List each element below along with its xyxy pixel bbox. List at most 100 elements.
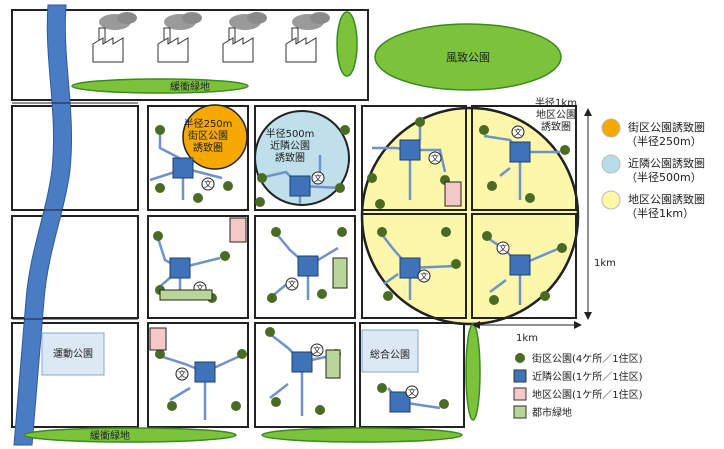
street-park	[377, 383, 387, 393]
factory-group	[92, 12, 330, 63]
industrial-zone	[11, 9, 369, 101]
factory-building	[157, 37, 189, 63]
circle-1km-label-1: 半径1km	[535, 96, 577, 109]
street-park	[525, 193, 535, 203]
school-label: 文	[408, 387, 416, 397]
street-park	[367, 173, 377, 183]
street-park	[315, 405, 325, 415]
street-park	[255, 197, 265, 207]
neighborhood-unit: 文	[265, 327, 341, 416]
street-park	[540, 291, 550, 301]
school-icon	[285, 277, 299, 291]
neighborhood-unit: 文	[255, 125, 350, 207]
school-label: 文	[204, 179, 212, 189]
legend-circle-sublabel: （半径500m）	[626, 170, 702, 184]
neighborhood-park	[297, 255, 319, 277]
dimension-vertical-label: 1km	[594, 258, 616, 269]
legend-circle-swatch	[601, 154, 621, 174]
neighborhood-park	[194, 361, 216, 383]
neighborhood-unit: 文	[149, 125, 233, 203]
residential-block	[11, 105, 139, 211]
scenic-park	[374, 23, 562, 91]
road	[149, 170, 176, 182]
street-park	[223, 181, 233, 191]
dimension-horizontal-label: 1km	[516, 333, 538, 344]
general-park	[361, 329, 419, 373]
street-park	[167, 401, 177, 411]
neighborhood-park	[399, 257, 421, 279]
neighborhood-unit: 文	[377, 383, 449, 413]
vertical-green-bottom	[465, 323, 481, 421]
street-park	[451, 259, 461, 269]
district-park	[149, 327, 167, 351]
school-icon	[175, 367, 189, 381]
school-icon	[496, 241, 510, 255]
road	[489, 279, 507, 293]
legend-item-label: 地区公園(1ケ所／1住区)	[532, 388, 643, 401]
school-label: 文	[499, 243, 507, 253]
smoke	[182, 12, 202, 24]
road	[158, 130, 184, 162]
sports-park	[41, 332, 105, 376]
neighborhood-unit: 文	[267, 227, 347, 303]
smoke	[247, 12, 267, 24]
legend-circle-label: 街区公園誘致圏	[628, 120, 705, 134]
street-park	[415, 117, 425, 127]
legend-item-swatch	[513, 405, 527, 419]
school-icon	[310, 343, 324, 357]
sports-park-label: 運動公園	[53, 347, 93, 360]
neighborhood-park	[399, 139, 421, 161]
circle-250-label-1: 半径250m	[184, 117, 233, 130]
school-icon	[201, 177, 215, 191]
legend-item-swatch	[513, 369, 527, 383]
neighborhood-park	[289, 175, 311, 197]
street-park	[193, 193, 203, 203]
street-park	[271, 397, 281, 407]
school-label: 文	[431, 153, 439, 163]
legend-circle-sublabel: （半径250m）	[626, 134, 702, 148]
legend-circle-label: 近隣公園誘致圏	[628, 156, 705, 170]
factory-icon	[222, 12, 267, 63]
street-park	[267, 293, 277, 303]
school-icon	[428, 151, 442, 165]
buffer-green-bottom-label: 緩衝緑地	[90, 429, 130, 442]
green-belt-bottom	[261, 427, 463, 443]
factory-building	[285, 37, 317, 63]
district-park	[229, 217, 247, 243]
legend: 街区公園誘致圏（半径250m） 近隣公園誘致圏（半径500m） 地区公園誘致圏（半径…	[513, 118, 705, 419]
legend-circle-label: 地区公園誘致圏	[628, 192, 705, 206]
street-park	[375, 199, 385, 209]
school-icon	[311, 171, 325, 185]
river	[13, 4, 72, 446]
road	[169, 386, 191, 402]
urban-green	[325, 349, 341, 379]
road	[269, 383, 289, 399]
circle-250-label-2: 街区公園	[188, 129, 228, 142]
street-park	[489, 295, 499, 305]
school-label: 文	[196, 283, 204, 293]
street-park	[560, 145, 570, 155]
school-label: 文	[313, 345, 321, 355]
legend-circle-sublabel: （半径1km）	[626, 206, 694, 220]
smoke	[117, 12, 137, 24]
street-park	[479, 125, 489, 135]
school-icon	[417, 269, 431, 283]
street-park	[340, 125, 350, 135]
street-park	[557, 243, 567, 253]
street-park	[337, 227, 347, 237]
street-park	[237, 349, 247, 359]
buffer-green-top-label: 緩衝緑地	[170, 80, 210, 93]
neighborhood-park	[291, 351, 313, 373]
circle-500-label-1: 半径500m	[266, 127, 315, 140]
circle-1km-label-3: 誘致圏	[541, 120, 571, 133]
urban-green	[159, 289, 213, 301]
road	[499, 167, 511, 177]
road	[383, 272, 399, 286]
neighborhood-unit: 文	[155, 349, 247, 420]
factory-icon	[92, 12, 137, 63]
scenic-park-label: 風致公園	[446, 50, 490, 64]
street-park	[335, 183, 345, 193]
factory-icon	[157, 12, 202, 63]
dimension-horizontal	[472, 321, 582, 329]
